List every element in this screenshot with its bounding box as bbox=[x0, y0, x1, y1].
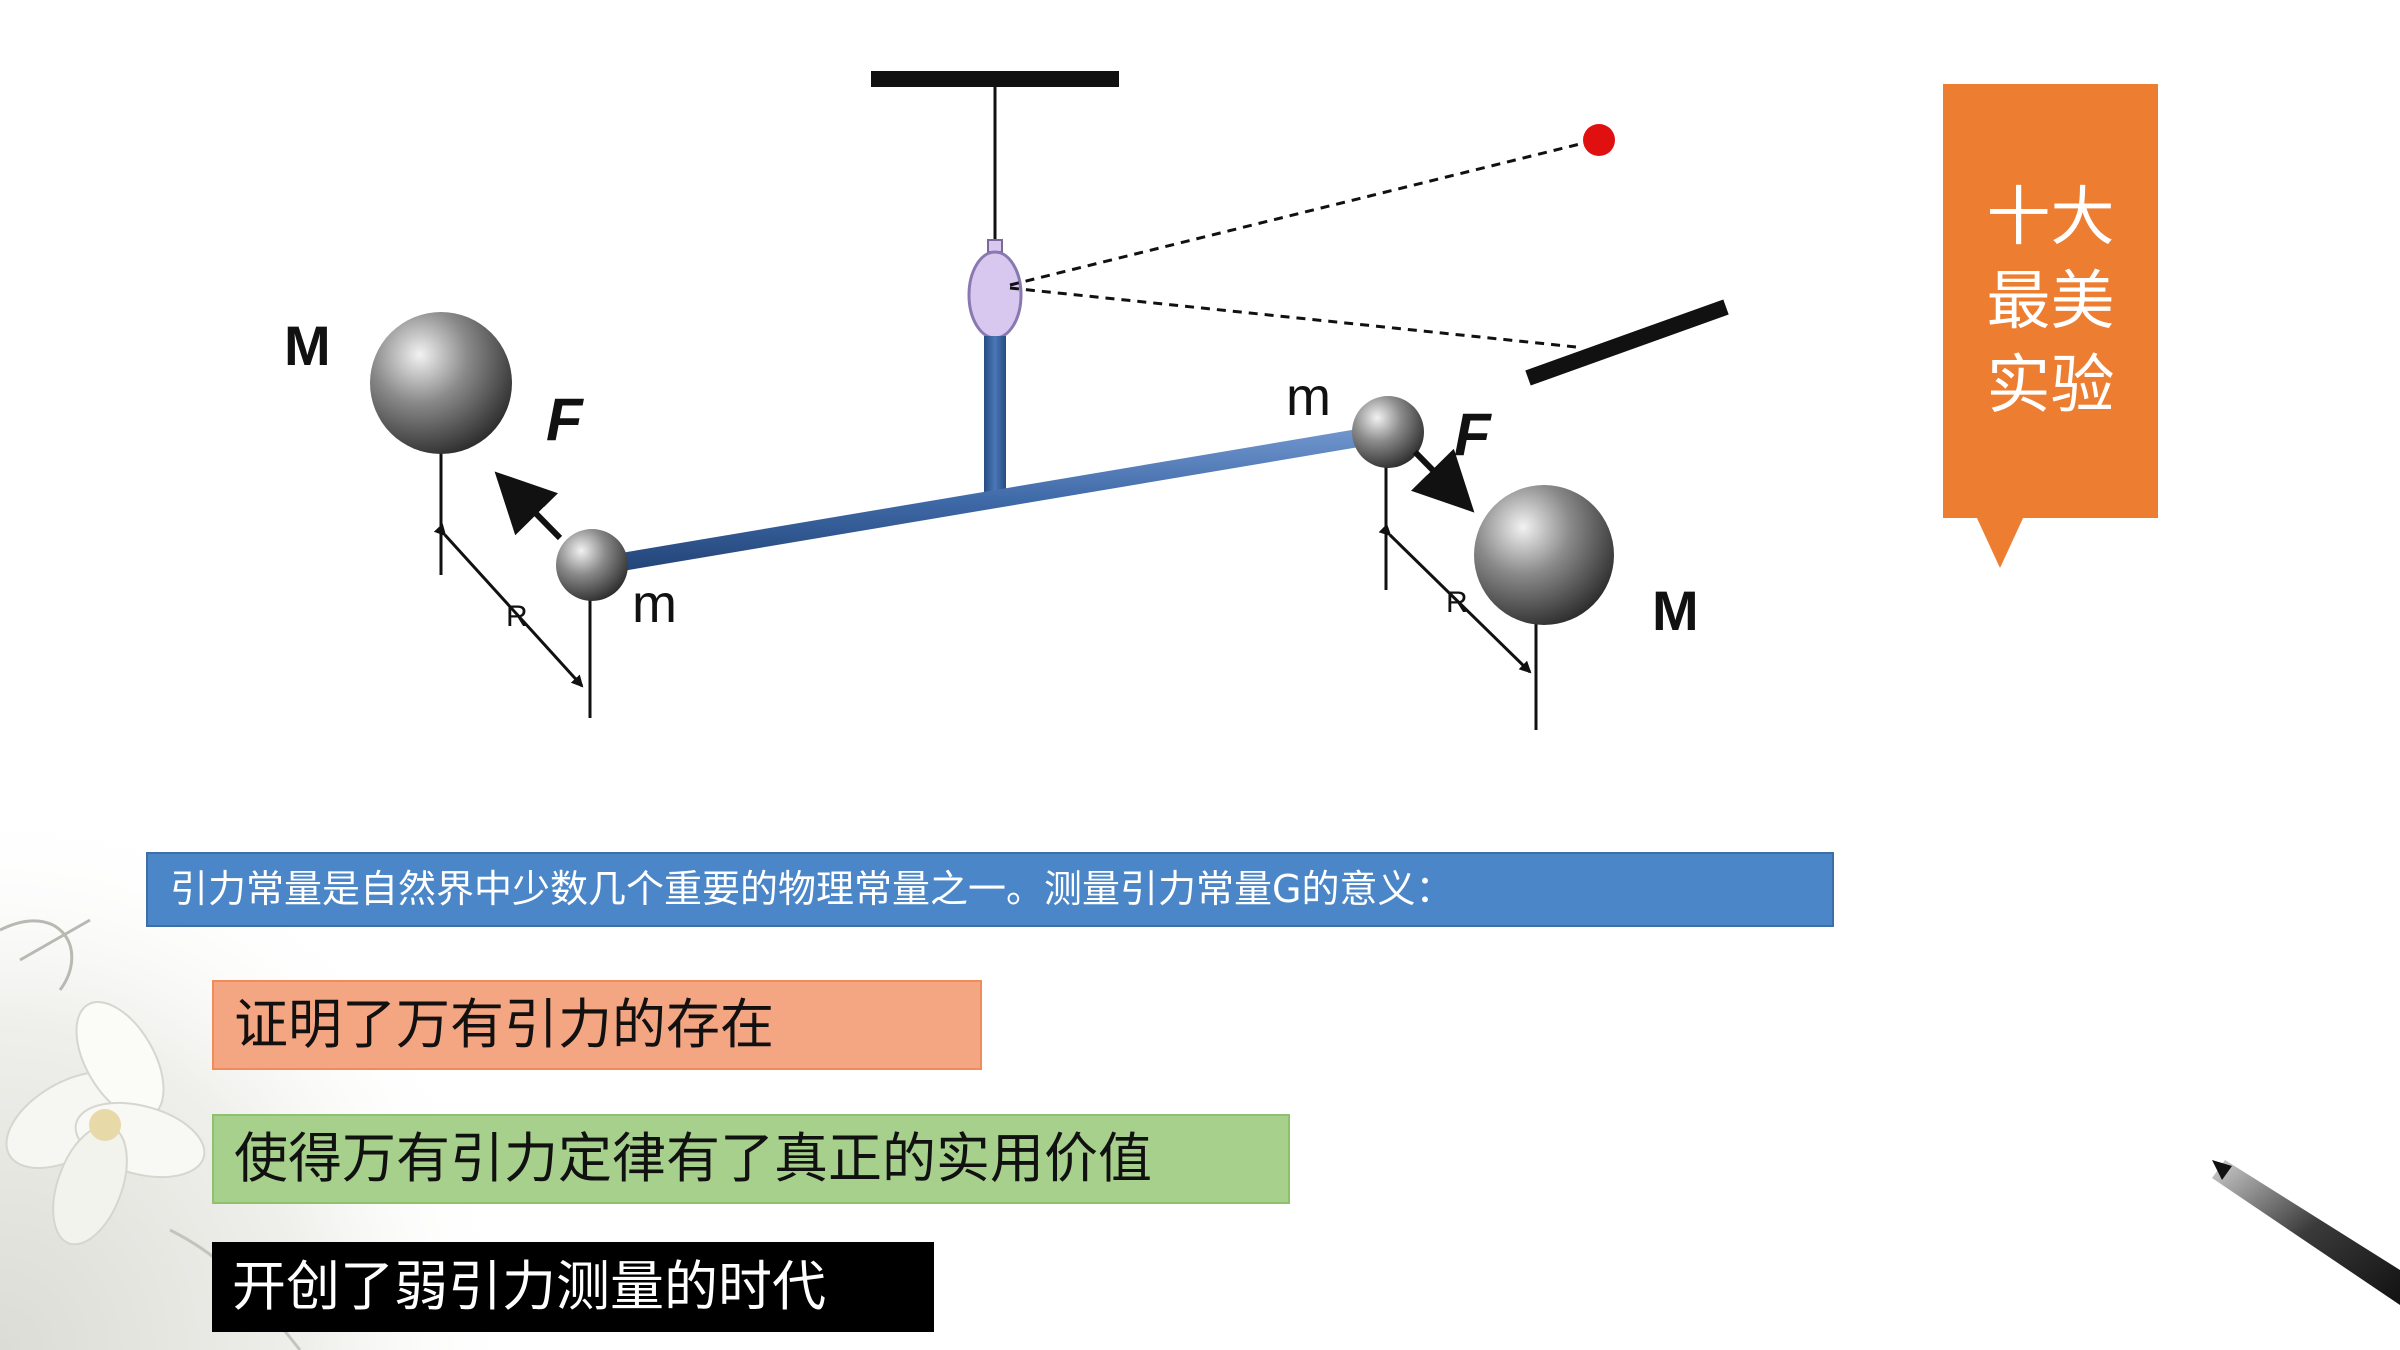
torsion-rod bbox=[583, 424, 1397, 576]
force-arrow-left bbox=[494, 471, 563, 541]
label-distance-left: R bbox=[506, 600, 528, 633]
experiment-tag bbox=[1943, 84, 2158, 518]
light-beam-incident bbox=[1009, 286, 1577, 349]
tag-line: 实验 bbox=[1986, 349, 2115, 423]
label-distance-right: R bbox=[1446, 586, 1468, 619]
large-sphere-left bbox=[370, 312, 512, 454]
light-spot bbox=[1583, 124, 1615, 156]
distance-arrow-left bbox=[433, 523, 584, 688]
large-sphere-right bbox=[1474, 485, 1614, 625]
small-sphere-right bbox=[1352, 396, 1424, 468]
label-small-mass-right: m bbox=[1286, 367, 1331, 427]
light-beam-reflected bbox=[1009, 138, 1597, 287]
label-small-mass-left: m bbox=[632, 574, 677, 634]
experiment-tag-pointer bbox=[1976, 516, 2024, 568]
force-arrow-right bbox=[1410, 448, 1475, 513]
small-sphere-left bbox=[556, 529, 628, 601]
distance-arrow-right bbox=[1378, 523, 1532, 674]
mirror bbox=[967, 250, 1023, 340]
significance-point-2: 使得万有引力定律有了真正的实用价值 bbox=[212, 1114, 1290, 1204]
significance-point-1: 证明了万有引力的存在 bbox=[212, 980, 982, 1070]
label-force-right: F bbox=[1454, 401, 1492, 468]
torsion-stem bbox=[984, 336, 1006, 496]
tag-line: 十大 bbox=[1986, 181, 2115, 255]
scale-bar bbox=[1525, 299, 1729, 386]
torsion-balance-diagram: M M m m F F R R bbox=[284, 71, 1729, 730]
label-large-mass-right: M bbox=[1652, 579, 1699, 642]
ceiling-support bbox=[871, 71, 1119, 87]
flower-icon bbox=[0, 918, 302, 1350]
experiment-tag-text: 十大 最美 实验 bbox=[1943, 176, 2158, 428]
brush-icon bbox=[2212, 1160, 2400, 1305]
significance-point-3: 开创了弱引力测量的时代 bbox=[212, 1242, 934, 1332]
tag-line: 最美 bbox=[1986, 265, 2115, 339]
label-large-mass-left: M bbox=[284, 314, 331, 377]
intro-text-box: 引力常量是自然界中少数几个重要的物理常量之一。测量引力常量G的意义： bbox=[146, 852, 1834, 927]
label-force-left: F bbox=[546, 386, 584, 453]
